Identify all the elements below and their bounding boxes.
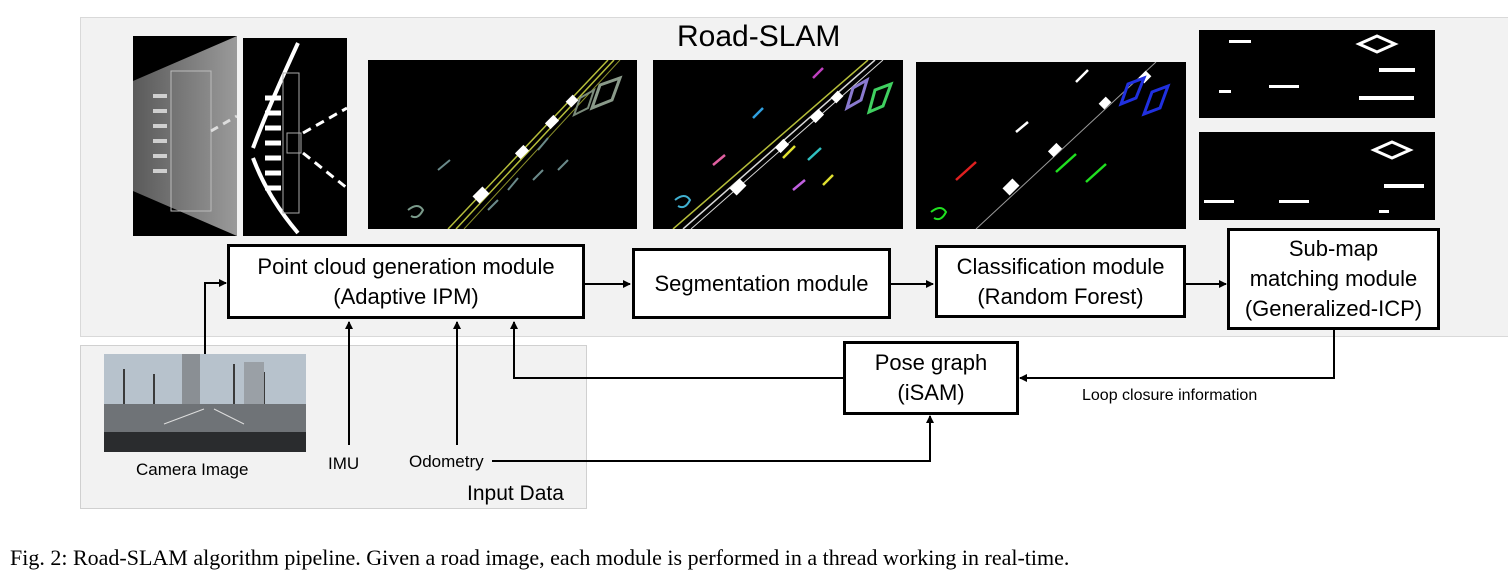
pose-graph-module: Pose graph (iSAM) — [843, 341, 1019, 415]
classification-image — [916, 62, 1186, 229]
loop-closure-label: Loop closure information — [1082, 387, 1258, 404]
point-cloud-module: Point cloud generation module (Adaptive … — [227, 244, 585, 319]
pose-graph-module-line1: Pose graph — [874, 350, 988, 375]
imu-label: IMU — [328, 454, 360, 473]
road-slam-title: Road-SLAM — [677, 20, 841, 53]
camera-image — [104, 354, 306, 452]
input-data-label: Input Data — [467, 482, 564, 505]
pose-graph-module-line2: (iSAM) — [897, 380, 965, 405]
camera-image-label: Camera Image — [136, 460, 249, 479]
segmentation-module-line1: Segmentation module — [654, 270, 869, 296]
submap-image-top — [1199, 30, 1435, 118]
classification-module-line1: Classification module — [956, 253, 1165, 279]
segmentation-module: Segmentation module — [632, 248, 891, 319]
odometry-label: Odometry — [409, 452, 484, 471]
submap-image-bottom — [1199, 132, 1435, 220]
segmentation-image — [653, 60, 903, 229]
point-cloud-module-line1: Point cloud generation module — [257, 253, 555, 279]
submap-module-line1: Sub-map — [1288, 236, 1379, 261]
classification-module-line2: (Random Forest) — [977, 283, 1144, 309]
submap-module-line2: matching module — [1249, 266, 1418, 291]
submap-module: Sub-map matching module (Generalized-ICP… — [1227, 228, 1440, 330]
ipm-gray-image — [133, 36, 237, 236]
ipm-binary-image — [243, 38, 347, 236]
figure-caption: Fig. 2: Road-SLAM algorithm pipeline. Gi… — [10, 545, 1070, 570]
point-cloud-module-line2: (Adaptive IPM) — [333, 283, 479, 309]
point-cloud-image — [368, 60, 637, 229]
submap-module-line3: (Generalized-ICP) — [1244, 296, 1423, 321]
classification-module: Classification module (Random Forest) — [935, 245, 1186, 318]
